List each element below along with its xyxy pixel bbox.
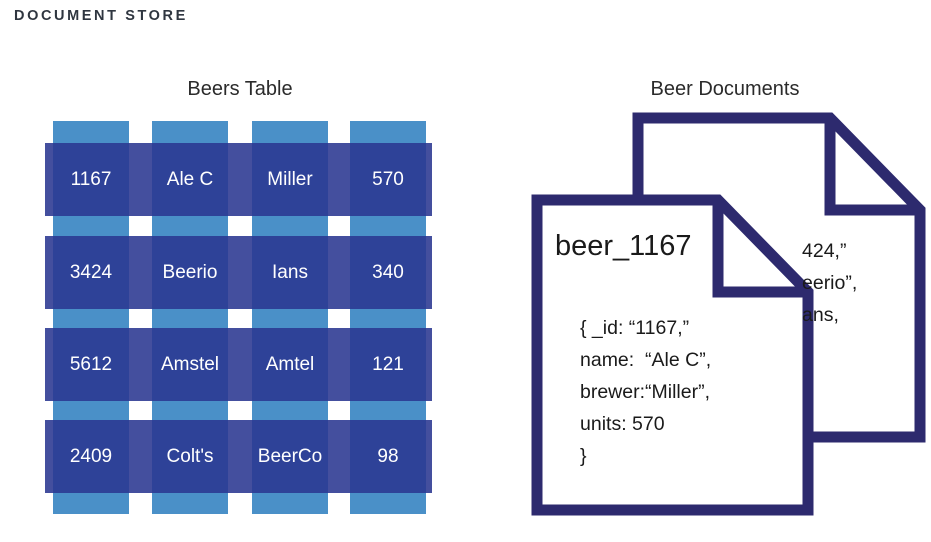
page-title: DOCUMENT STORE	[14, 8, 188, 24]
table-row	[45, 420, 432, 493]
beer-documents-title: Beer Documents	[650, 78, 800, 100]
front-document-body: { _id: “1167,” name: “Ale C”, brewer:“Mi…	[580, 317, 712, 467]
documents-outline-svg	[531, 112, 926, 516]
table-row	[45, 143, 432, 216]
front-document-title: beer_1167	[555, 230, 692, 262]
beers-table-graphic: Beers Table 1167 Ale C Miller 570 3424 B…	[45, 78, 432, 514]
table-row	[45, 236, 432, 309]
table-row	[45, 328, 432, 401]
front-document-shape	[531, 194, 814, 516]
back-document-text: 424,” eerio”, ans,	[802, 240, 858, 326]
beers-table-title: Beers Table	[187, 78, 293, 100]
